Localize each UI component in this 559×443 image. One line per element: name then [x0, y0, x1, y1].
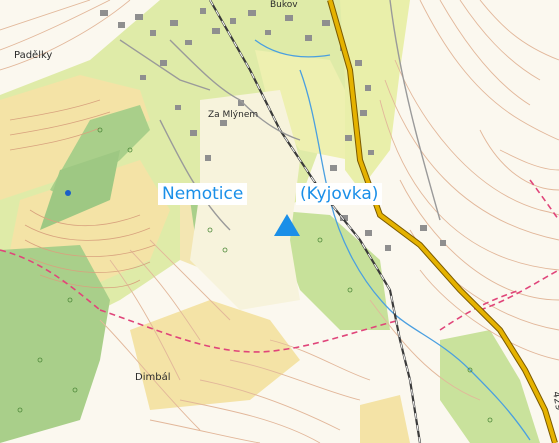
place-label-za-mlynem: Za Mlýnem [208, 110, 259, 120]
field-area [255, 50, 350, 160]
arable-field [0, 75, 150, 200]
place-label-top: Bukov [270, 0, 298, 10]
railway-line [209, 0, 421, 443]
place-label-padelky: Padělky [14, 50, 53, 61]
forest-area [270, 210, 390, 330]
road-number-label: 429 [550, 391, 559, 412]
water-point-icon [65, 190, 71, 196]
arable-field [130, 300, 300, 410]
forest-area [0, 245, 110, 443]
minor-road [119, 0, 441, 231]
boundary-line [0, 179, 559, 353]
main-road [328, 0, 557, 443]
contour-lines [0, 0, 371, 443]
station-triangle-icon[interactable] [274, 214, 300, 236]
stream-line [254, 39, 531, 441]
arable-field [360, 395, 410, 443]
station-stream-label[interactable]: (Kyjovka) [296, 183, 383, 205]
contour-lines [9, 99, 156, 289]
place-label-dimbal: Dimbál [135, 372, 171, 383]
station-name-label[interactable]: Nemotice [158, 183, 248, 205]
tree-symbols [17, 127, 493, 423]
forest-area [40, 150, 120, 230]
forest-area [440, 330, 540, 443]
